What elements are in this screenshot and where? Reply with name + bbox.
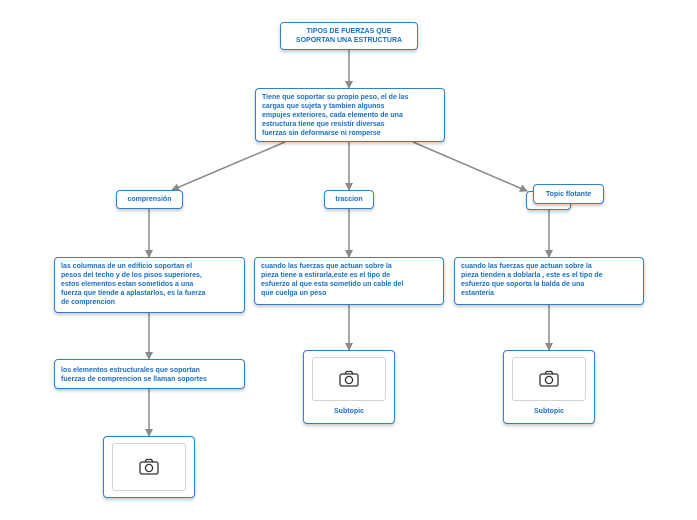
floating-topic[interactable]: Topic flotante: [533, 184, 604, 204]
camera-icon: [539, 370, 559, 387]
image-placeholder: [312, 357, 386, 401]
comprension-note[interactable]: los elementos estructurales que soportan…: [54, 359, 245, 389]
subtopic-label: Subtopic: [534, 408, 564, 415]
image-placeholder: [512, 357, 586, 401]
third-description[interactable]: cuando las fuerzas que actuan sobre la p…: [454, 257, 644, 305]
comprension-description[interactable]: las columnas de un edificio soportan el …: [54, 257, 245, 313]
definition-topic[interactable]: Tiene que soportar su propio peso, el de…: [255, 88, 445, 142]
connector-definition-third: [412, 141, 528, 192]
connector-definition-comprension: [171, 141, 286, 191]
camera-icon: [339, 370, 359, 387]
branch-traccion[interactable]: traccion: [324, 190, 374, 209]
branch-comprension[interactable]: comprensión: [116, 190, 183, 209]
subtopic-third[interactable]: Subtopic: [503, 350, 595, 424]
image-placeholder: [112, 443, 186, 491]
image-topic-comprension[interactable]: [103, 436, 195, 498]
subtopic-traccion[interactable]: Subtopic: [303, 350, 395, 424]
traccion-description[interactable]: cuando las fuerzas que actuan sobre la p…: [254, 257, 444, 305]
camera-icon: [139, 458, 159, 475]
root-topic[interactable]: TIPOS DE FUERZAS QUE SOPORTAN UNA ESTRUC…: [280, 22, 418, 50]
subtopic-label: Subtopic: [334, 408, 364, 415]
